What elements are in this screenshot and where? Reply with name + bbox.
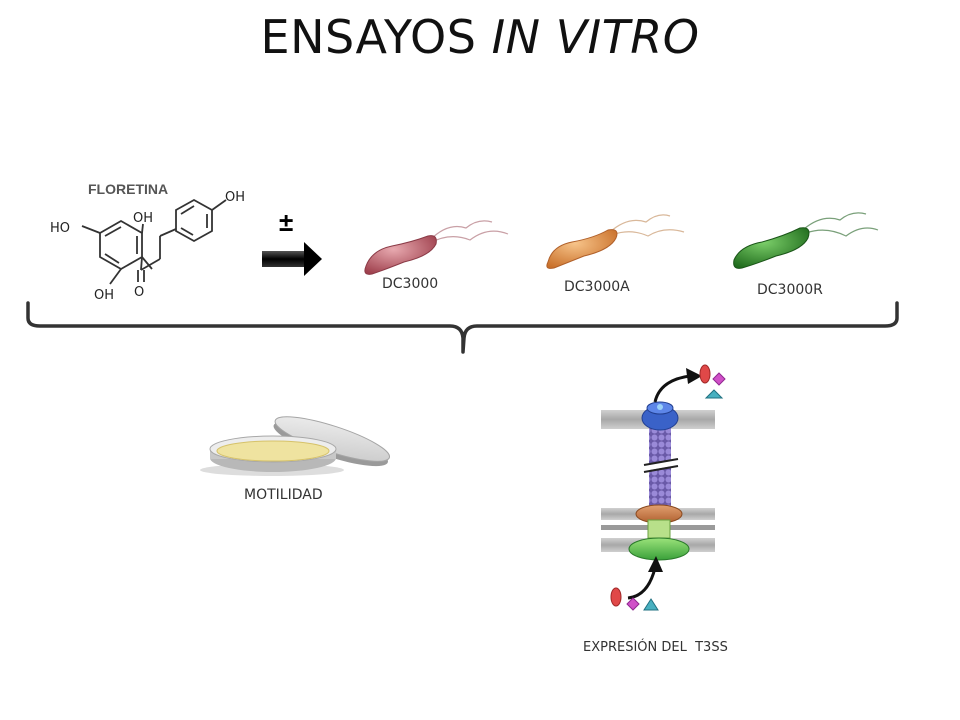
- import-arrow-head: [648, 556, 663, 572]
- assay-label-t3ss: EXPRESIÓN DEL T3SS: [583, 639, 728, 655]
- effector-triangle-top: [704, 389, 724, 399]
- oh-top: OH: [133, 211, 153, 226]
- break-mark-bottom: [643, 465, 679, 473]
- grouping-brace: [26, 301, 899, 354]
- t3ss-apparatus: [601, 364, 726, 611]
- oh-bottom: OH: [94, 288, 114, 303]
- oh-left: HO: [50, 221, 70, 236]
- oh-right: OH: [225, 190, 245, 205]
- page-title: ENSAYOS IN VITRO: [0, 10, 960, 64]
- import-arrow-path: [627, 567, 657, 600]
- strain-label-dc3000r: DC3000R: [757, 282, 823, 298]
- phloretin-group-labels: HO OH OH O OH: [50, 190, 245, 303]
- effector-oval-bottom: [610, 587, 622, 607]
- petri-dishes: [200, 416, 391, 476]
- green-stalk: [647, 519, 671, 539]
- phloretin-structure: [81, 198, 227, 285]
- effector-diamond-top: [712, 372, 726, 386]
- title-main: ENSAYOS: [260, 10, 492, 64]
- treatment-arrow: [262, 242, 322, 276]
- green-ring: [628, 537, 690, 561]
- bacterium-dc3000a: [546, 214, 685, 269]
- break-gap: [643, 459, 679, 471]
- effector-diamond-bottom: [626, 597, 640, 611]
- export-arrow-path: [653, 374, 691, 403]
- strain-label-dc3000a: DC3000A: [564, 279, 630, 295]
- effector-triangle-bottom: [643, 598, 659, 611]
- strain-label-dc3000: DC3000: [382, 276, 438, 292]
- break-mark-top: [643, 458, 679, 466]
- title-italic: IN VITRO: [491, 10, 700, 64]
- bacterium-dc3000r: [733, 212, 879, 269]
- pore-center: [657, 404, 663, 410]
- bacterium-dc3000: [364, 220, 509, 275]
- carbonyl-o: O: [134, 285, 144, 300]
- effector-oval-top: [699, 364, 711, 384]
- assay-label-motility: MOTILIDAD: [244, 487, 323, 503]
- treatment-symbol: ±: [279, 207, 294, 237]
- compound-name: FLORETINA: [88, 181, 169, 197]
- strain-labels: DC3000 DC3000A DC3000R: [382, 276, 823, 298]
- export-arrow-head: [686, 368, 702, 384]
